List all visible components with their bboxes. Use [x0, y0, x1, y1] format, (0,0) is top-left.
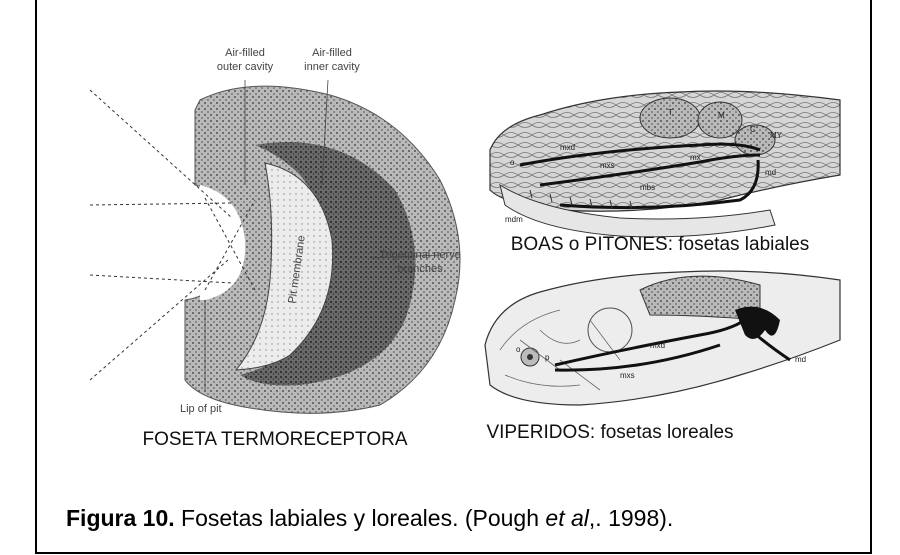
caption-label: Figura 10.: [66, 505, 175, 531]
viper-head-drawing: mxd mxs md o p VIPERIDOS: fosetas loreal…: [485, 271, 840, 443]
figure-illustration: Air-filled outer cavity Air-filled inner…: [0, 0, 900, 495]
boa-label-M: M: [718, 111, 725, 120]
label-inner-cavity-2: inner cavity: [304, 61, 360, 73]
caption-text-before: Fosetas labiales y loreales. (Pough: [175, 505, 546, 531]
viper-label-p: p: [545, 353, 550, 362]
label-nerve-2: branches: [397, 263, 443, 275]
label-lip-of-pit: Lip of pit: [180, 403, 222, 415]
pit-title: FOSETA TERMORECEPTORA: [143, 429, 408, 450]
viper-title: VIPERIDOS: fosetas loreales: [486, 422, 733, 443]
caption-italic: et al: [545, 505, 588, 531]
viper-label-mxd: mxd: [650, 341, 665, 350]
figure-caption: Figura 10. Fosetas labiales y loreales. …: [66, 505, 673, 532]
label-outer-cavity-1: Air-filled: [225, 47, 265, 59]
boa-label-o: o: [510, 158, 515, 167]
boa-label-md: md: [765, 168, 776, 177]
boa-label-mbs: mbs: [640, 183, 655, 192]
label-inner-cavity-1: Air-filled: [312, 47, 352, 59]
pit-organ-drawing: Air-filled outer cavity Air-filled inner…: [90, 47, 461, 450]
boa-title: BOAS o PITONES: fosetas labiales: [511, 234, 810, 255]
boa-label-mx: mx: [690, 153, 701, 162]
viper-label-md: md: [795, 355, 806, 364]
boa-label-mdm: mdm: [505, 215, 523, 224]
viper-label-o: o: [516, 345, 521, 354]
caption-text-after: ,. 1998).: [589, 505, 673, 531]
viper-label-mxs: mxs: [620, 371, 635, 380]
boa-label-mxd: mxd: [560, 143, 575, 152]
label-outer-cavity-2: outer cavity: [217, 61, 274, 73]
boa-label-MY: MY: [770, 131, 783, 140]
boa-label-mxs: mxs: [600, 161, 615, 170]
boa-label-C: C: [750, 125, 756, 134]
boa-label-T: T: [668, 108, 673, 117]
label-nerve-1: Trigeminal nerve: [379, 249, 461, 261]
boa-head-drawing: mxd mxs mx md mbs mdm T M C MY o BOAS o …: [490, 91, 840, 255]
